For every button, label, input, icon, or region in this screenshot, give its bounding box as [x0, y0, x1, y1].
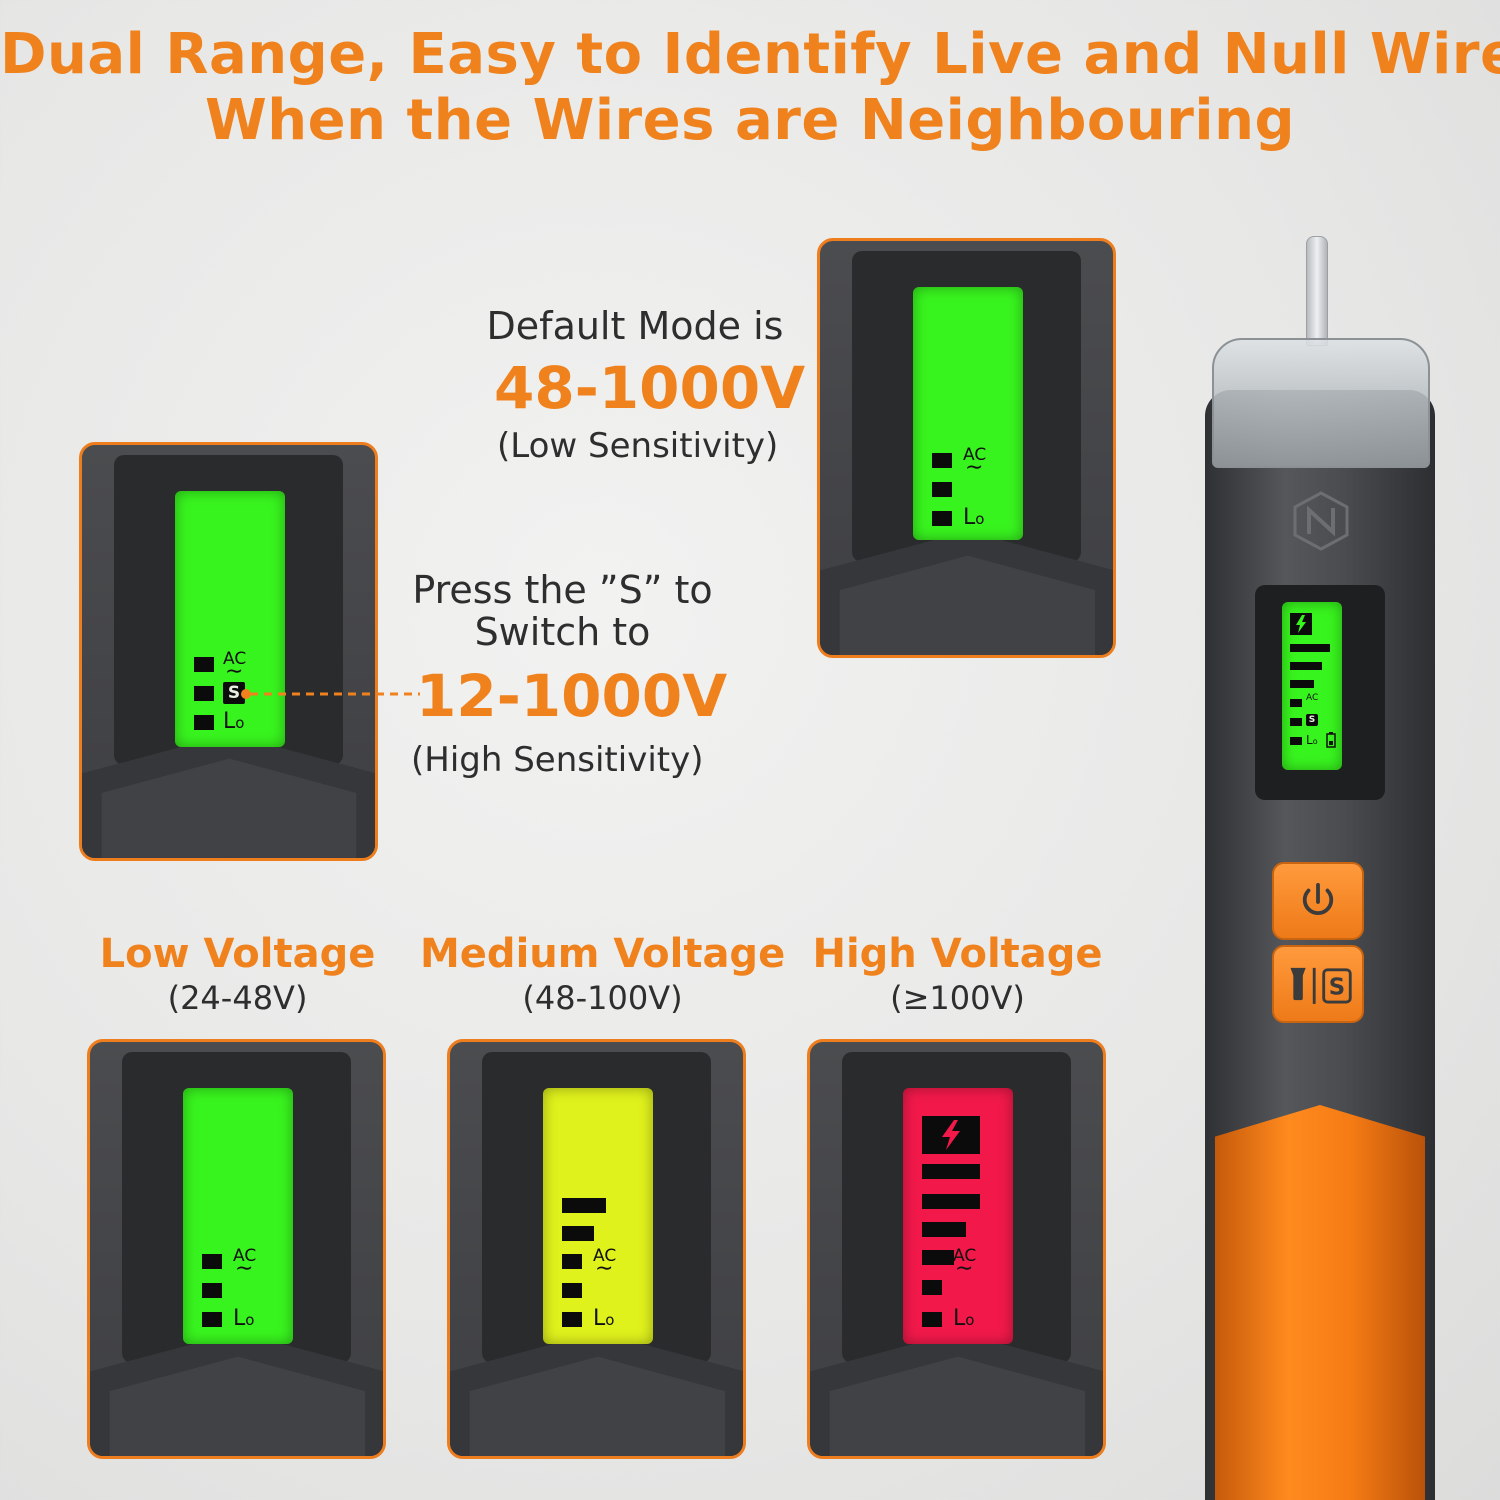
lcd-lo-label: Lo — [1306, 733, 1318, 747]
power-button[interactable] — [1272, 862, 1364, 940]
lcd-lo-label: Lo — [963, 505, 985, 530]
lcd-lo-label: Lo — [233, 1306, 255, 1331]
lcd-bar — [562, 1254, 582, 1269]
lcd-bar — [1290, 718, 1302, 726]
switch-mode-line-1: Press the ”S” to — [412, 568, 713, 612]
lcd-wave-label: ∼ — [955, 1256, 974, 1281]
default-mode-label: Default Mode is — [486, 304, 784, 348]
lcd-s-indicator: S — [1306, 714, 1318, 726]
device-chevron — [82, 734, 375, 858]
voltage-level-title: Medium Voltage — [420, 931, 786, 977]
lcd-bar — [922, 1250, 954, 1265]
voltage-level-title: Low Voltage — [99, 931, 376, 977]
voltage-level-low: Low Voltage (24-48V) — [90, 930, 385, 1018]
lcd-bar — [1290, 662, 1322, 670]
tester-pen-tip — [1306, 236, 1328, 346]
switch-mode-line-2: Switch to — [474, 610, 651, 654]
voltage-level-range: (≥100V) — [890, 979, 1025, 1017]
lcd-bar — [194, 715, 214, 730]
medium-voltage-panel: AC ∼ Lo — [447, 1039, 746, 1459]
lcd-bar — [1290, 737, 1302, 745]
voltage-level-high: High Voltage (≥100V) — [805, 930, 1110, 1018]
switch-mode-range: 12-1000V — [416, 662, 728, 730]
lcd-ac-label: AC — [953, 1246, 977, 1266]
lcd-bar — [922, 1280, 942, 1295]
lcd-bar — [1290, 699, 1302, 707]
tester-pen-grip — [1215, 1105, 1425, 1500]
lcd-lo-label: Lo — [223, 709, 245, 734]
headline-line-2: When the Wires are Neighbouring — [204, 88, 1296, 153]
lcd-bar — [922, 1164, 980, 1179]
voltage-level-medium: Medium Voltage (48-100V) — [420, 930, 785, 1018]
flashlight-icon: S — [1290, 967, 1352, 1004]
default-mode-panel: AC ∼ Lo — [817, 238, 1116, 658]
flashlight-s-button[interactable]: S — [1272, 945, 1364, 1023]
lcd-bar — [932, 453, 952, 468]
s-connector-line — [241, 689, 420, 699]
lcd-lo-label: Lo — [593, 1306, 615, 1331]
lightning-bolt-icon — [922, 1116, 980, 1154]
power-icon — [1302, 882, 1334, 915]
lcd-bar — [922, 1312, 942, 1327]
lcd-ac-label: AC — [593, 1246, 617, 1266]
lcd-bar — [562, 1198, 606, 1213]
lcd-bar — [202, 1283, 222, 1298]
lcd-bar — [562, 1283, 582, 1298]
lcd-lo-label: Lo — [953, 1306, 975, 1331]
lcd-bar — [922, 1194, 980, 1209]
lcd-screen-high: AC ∼ Lo — [903, 1088, 1013, 1344]
headline-line-1: Dual Range, Easy to Identify Live and Nu… — [0, 22, 1500, 87]
lcd-screen-default: AC ∼ Lo — [913, 287, 1023, 540]
lcd-s-indicator: S — [223, 682, 245, 704]
lcd-ac-label: AC — [233, 1246, 257, 1266]
lcd-wave-label: ∼ — [595, 1256, 614, 1281]
device-chevron — [820, 530, 1113, 655]
voltage-level-title: High Voltage — [812, 931, 1103, 977]
lcd-bar — [932, 511, 952, 526]
default-mode-sensitivity: (Low Sensitivity) — [497, 426, 779, 466]
headline: Dual Range, Easy to Identify Live and Nu… — [0, 22, 1500, 154]
lcd-wave-label: ∼ — [235, 1256, 254, 1281]
lcd-ac-label: AC — [223, 649, 247, 669]
lcd-bar — [1290, 680, 1314, 688]
device-chevron — [90, 1331, 383, 1456]
lcd-screen-medium: AC ∼ Lo — [543, 1088, 653, 1344]
tester-pen-cap — [1212, 338, 1430, 468]
lcd-bar — [194, 657, 214, 672]
lcd-bar — [562, 1226, 594, 1241]
tester-pen-display-window: AC S Lo — [1255, 585, 1385, 800]
switch-mode-sensitivity: (High Sensitivity) — [411, 740, 704, 780]
voltage-level-range: (24-48V) — [167, 979, 308, 1017]
lcd-wave-label: ∼ — [965, 455, 984, 480]
high-voltage-panel: AC ∼ Lo — [807, 1039, 1106, 1459]
lightning-bolt-icon — [1290, 613, 1312, 635]
lcd-screen-low: AC ∼ Lo — [183, 1088, 293, 1344]
brand-logo-icon — [1293, 491, 1349, 551]
lcd-bar — [932, 482, 952, 497]
lcd-ac-label: AC — [1306, 693, 1319, 703]
lcd-bar — [562, 1312, 582, 1327]
s-button-label: S — [1329, 974, 1345, 1000]
lcd-wave-label: ∼ — [225, 659, 244, 684]
lcd-bar — [1290, 644, 1330, 652]
voltage-level-range: (48-100V) — [522, 979, 683, 1017]
lcd-bar — [202, 1254, 222, 1269]
battery-icon — [1326, 732, 1336, 748]
device-chevron — [450, 1331, 743, 1456]
switch-mode-panel: AC ∼ S Lo — [79, 442, 378, 861]
lcd-ac-label: AC — [963, 445, 987, 465]
lcd-bar — [202, 1312, 222, 1327]
default-mode-range: 48-1000V — [494, 354, 806, 422]
lcd-bar — [194, 686, 214, 701]
tester-pen-lcd: AC S Lo — [1282, 602, 1342, 770]
lcd-screen-switch: AC ∼ S Lo — [175, 491, 285, 747]
low-voltage-panel: AC ∼ Lo — [87, 1039, 386, 1459]
lcd-bar — [922, 1222, 966, 1237]
device-chevron — [810, 1331, 1103, 1456]
